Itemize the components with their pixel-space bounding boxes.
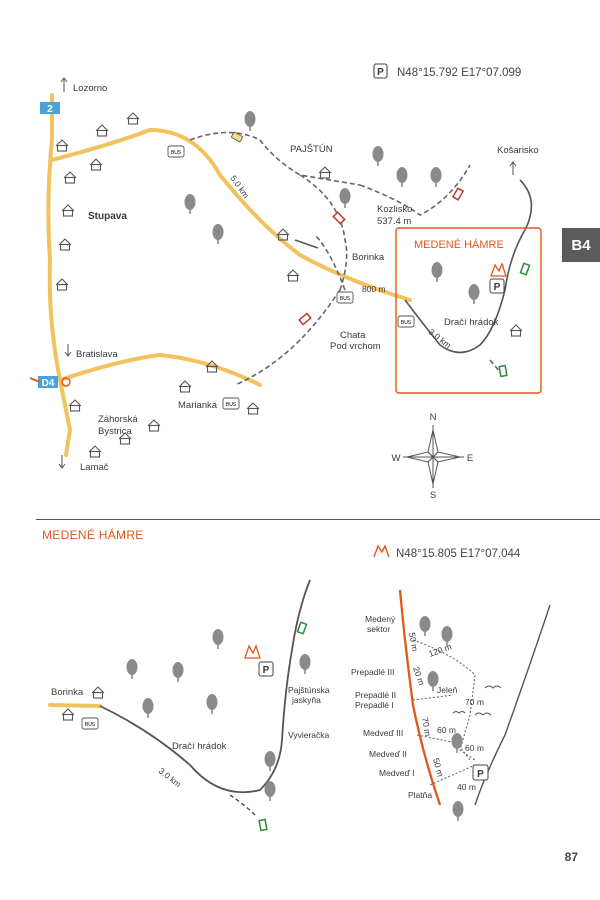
page-number: 87: [564, 850, 578, 864]
label-jaskyna-2: jaskyňa: [291, 695, 321, 705]
label-draci-hradok: Dračí hrádok: [444, 317, 499, 328]
bus-stop-icon: BUS: [397, 315, 415, 328]
crag-icon: [490, 262, 507, 277]
medene-hamre-area: [395, 227, 542, 394]
bird-icon: [484, 685, 502, 689]
dist-20m: 20 m: [411, 665, 427, 686]
section-divider: [36, 519, 600, 520]
label-stupava: Stupava: [88, 211, 127, 222]
svg-text:2: 2: [47, 104, 53, 115]
dist-120m: 120 m: [427, 641, 453, 658]
overview-map: P N48°15.792 E17°07.099 2: [29, 63, 542, 501]
section-title: MEDENÉ HÁMRE: [42, 528, 144, 542]
label-pod-vrchom: Pod vrchom: [330, 341, 381, 352]
dist-70m: 70 m: [465, 697, 484, 707]
bus-stop-icon: BUS: [222, 397, 240, 410]
label-zahorska: Záhorská: [98, 414, 138, 425]
approach-map: Borinka Dračí hrádok Pajštúnska jaskyňa …: [48, 579, 330, 832]
access-paths: [412, 639, 476, 786]
sector-medved-2: Medveď II: [369, 749, 407, 759]
dist-60m: 60 m: [437, 725, 456, 735]
bird-icon: [474, 712, 492, 716]
label-bratislava: Bratislava: [76, 349, 118, 360]
sector-prepadle-1: Prepadlé I: [355, 700, 394, 710]
trail-markers: [230, 131, 531, 378]
sector-medeny-2: sektor: [367, 624, 390, 634]
compass-n: N: [430, 412, 437, 423]
label-lamac: Lamač: [80, 462, 109, 473]
parking-coordinate: P N48°15.792 E17°07.099: [373, 63, 521, 79]
parking-icon: P: [377, 67, 384, 78]
label-pajstun: PAJŠTÚN: [290, 144, 333, 155]
label-draci-hradok: Dračí hrádok: [172, 741, 227, 752]
svg-text:P: P: [477, 769, 484, 780]
house-icons: [55, 112, 523, 458]
dist-70m-b: 70 m: [420, 717, 433, 737]
compass-rose: [403, 425, 464, 488]
svg-text:P: P: [494, 282, 501, 293]
svg-text:BUS: BUS: [171, 150, 182, 156]
distance-800m: 800 m: [362, 284, 386, 294]
label-vyvieracka: Vyvieračka: [288, 730, 330, 740]
sector-platna: Platňa: [408, 790, 432, 800]
bird-icon: [452, 711, 466, 714]
label-jaskyna: Pajštúnska: [288, 685, 330, 695]
sector-prepadle-3: Prepadlé III: [351, 667, 394, 677]
d4-badge: D4: [29, 376, 71, 389]
crag-coordinate: N48°15.805 E17°07.044: [373, 544, 521, 560]
bus-stop-icon: BUS: [167, 145, 185, 158]
label-chata: Chata: [340, 330, 366, 341]
svg-text:BUS: BUS: [401, 320, 412, 326]
compass-w: W: [392, 453, 401, 464]
main-roads: [46, 93, 412, 457]
svg-text:P: P: [263, 665, 270, 676]
label-borinka: Borinka: [51, 687, 84, 698]
svg-text:BUS: BUS: [226, 402, 237, 408]
parking-icon: [258, 661, 274, 677]
distance-3km: 3.0 km: [157, 766, 183, 790]
sector-medeny: Medený: [365, 614, 396, 624]
svg-text:BUS: BUS: [85, 722, 96, 728]
road-to-crag: [99, 579, 311, 794]
crag-icon: [244, 644, 261, 659]
sector-medved-3: Medveď III: [363, 728, 403, 738]
compass-s: S: [430, 490, 436, 501]
chapter-tab: B4: [562, 228, 600, 262]
dist-50m-b: 50 m: [431, 757, 446, 778]
bus-stop-icon: BUS: [336, 291, 354, 304]
kosarisko-road: [404, 179, 533, 354]
dist-60m-b: 60 m: [465, 743, 484, 753]
label-medene-hamre: MEDENÉ HÁMRE: [414, 238, 504, 251]
tree-icons: [184, 111, 480, 304]
label-borinka: Borinka: [352, 252, 385, 263]
label-kozlisko: Kozlisko: [377, 204, 412, 215]
hiking-trails: [189, 131, 501, 386]
sector-prepadle-2: Prepadlé II: [355, 690, 396, 700]
sector-medved-1: Medveď I: [379, 768, 414, 778]
direction-arrows: [58, 77, 517, 469]
parking-icon: [472, 764, 489, 781]
bus-stop-icon: BUS: [81, 717, 99, 730]
svg-text:BUS: BUS: [340, 296, 351, 302]
sector-map: Medený sektor Prepadlé III Prepadlé II P…: [351, 589, 551, 821]
sector-jelen: Jeleň: [437, 685, 458, 695]
svg-text:N48°15.805 E17°07.044: N48°15.805 E17°07.044: [396, 548, 521, 560]
label-bystrica: Bystrica: [98, 426, 133, 437]
label-kozlisko-alt: 537.4 m: [377, 216, 411, 227]
dist-50m: 50 m: [407, 632, 420, 652]
label-kosarisko: Košarisko: [497, 145, 539, 156]
road-2-badge: 2: [40, 102, 60, 115]
compass-e: E: [467, 453, 473, 464]
distance-3km: 3.0 km: [427, 327, 453, 351]
dist-40m: 40 m: [457, 782, 476, 792]
label-lozorno: Lozorno: [73, 83, 107, 94]
parking-icon: [489, 278, 505, 294]
crag-line: [398, 589, 442, 806]
parking-coord-text: N48°15.792 E17°07.099: [397, 67, 521, 79]
label-marianka: Marianka: [178, 400, 218, 411]
svg-text:D4: D4: [42, 378, 55, 389]
